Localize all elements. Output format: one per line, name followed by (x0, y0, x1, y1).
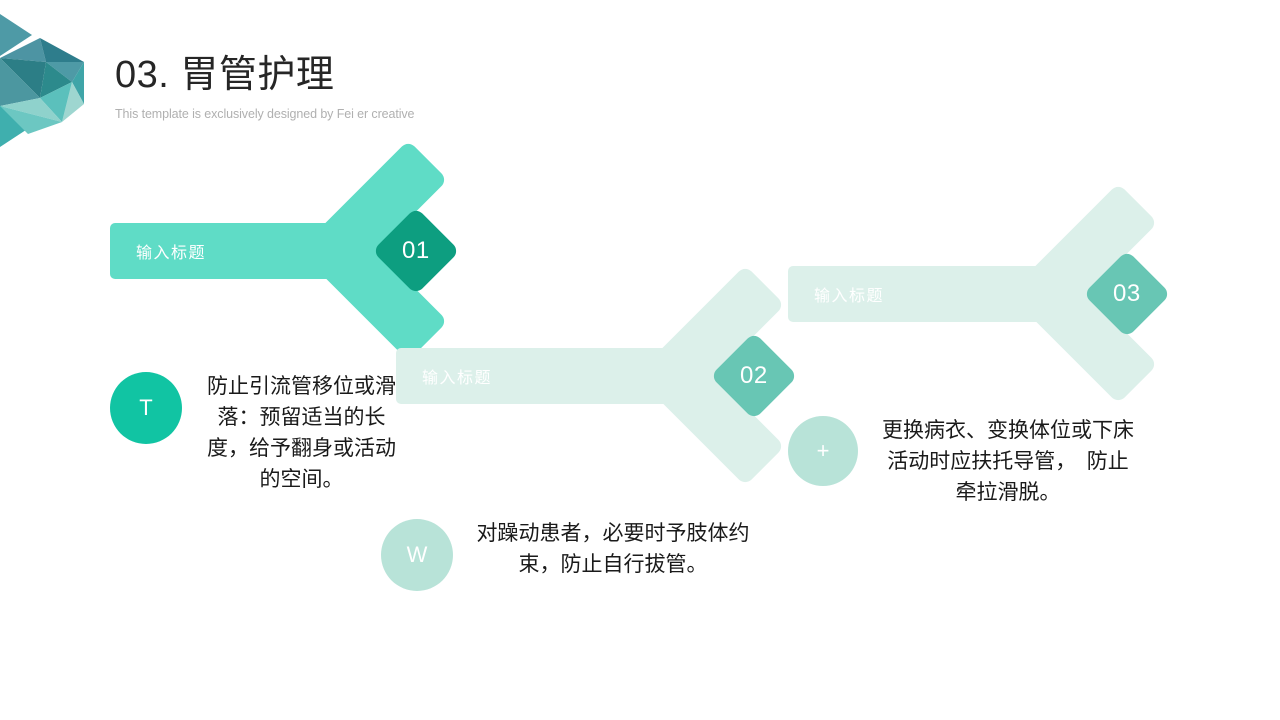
page-title: 03. 胃管护理 (115, 54, 335, 96)
info-text-3: 更换病衣、变换体位或下床活动时应扶托导管， 防止牵拉滑脱。 (882, 418, 1134, 504)
header: 03. 胃管护理 This template is exclusively de… (115, 52, 815, 122)
info-badge-letter-1: T (139, 395, 153, 420)
arrow-bar-label-02: 输入标题 (422, 370, 493, 387)
info-text-1: 防止引流管移位或滑落：预留适当的长度，给予翻身或活动的空间。 (207, 374, 396, 491)
info-text-2: 对躁动患者，必要时予肢体约束，防止自行拔管。 (476, 521, 750, 576)
arrow-bar-01[interactable]: 输入标题 (110, 223, 400, 279)
arrow-bar-02[interactable]: 输入标题 (396, 348, 736, 404)
info-badge-3: + (788, 416, 858, 486)
page-subtitle: This template is exclusively designed by… (115, 107, 415, 121)
info-badge-1: T (110, 372, 182, 444)
arrow-bar-label-01: 输入标题 (136, 245, 207, 262)
arrow-bar-label-03: 输入标题 (814, 288, 885, 305)
info-badge-letter-2: W (406, 542, 428, 567)
info-badge-2: W (381, 519, 453, 591)
info-badge-letter-3: + (816, 438, 830, 463)
corner-polygon-decoration (0, 14, 84, 147)
arrow-bar-03[interactable]: 输入标题 (788, 266, 1110, 322)
